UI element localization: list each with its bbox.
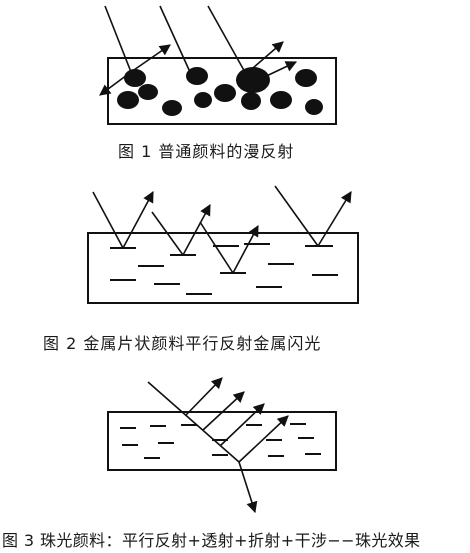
figure-2-parallel-reflection: [87, 185, 359, 304]
pigment-particle: [305, 99, 323, 115]
pigment-particle: [241, 92, 261, 110]
incident-ray: [274, 185, 319, 247]
incident-ray: [159, 5, 191, 73]
figure-3-light-rays: [147, 377, 289, 514]
figure-3-pearl-flakes: [120, 423, 321, 459]
reflected-ray: [238, 415, 289, 463]
figure-2-caption: 图 2 金属片状颜料平行反射金属闪光: [43, 334, 322, 353]
figure-2-coating-layer: [87, 232, 359, 304]
pigment-particle: [214, 84, 236, 102]
scattered-ray: [245, 41, 284, 75]
scattered-ray: [257, 61, 298, 81]
reflected-ray: [182, 204, 211, 256]
incident-ray: [104, 5, 132, 73]
incident-ray: [199, 221, 234, 274]
incident-ray: [207, 5, 247, 75]
reflected-ray: [219, 403, 265, 447]
reflected-ray: [317, 191, 352, 247]
figure-3-caption: 图 3 珠光颜料：平行反射+透射+折射+干涉−−珠光效果: [2, 531, 421, 550]
incident-ray: [147, 381, 240, 463]
figure-2-metal-flakes: [110, 243, 338, 295]
incident-ray: [151, 211, 184, 256]
figure-1-light-rays: [99, 5, 298, 96]
figure-1-caption: 图 1 普通颜料的漫反射: [118, 142, 295, 161]
reflected-ray: [232, 225, 259, 274]
pigment-particle: [295, 69, 317, 87]
scattered-ray: [130, 44, 171, 73]
pigment-particle: [236, 67, 270, 93]
figure-2-light-rays: [92, 185, 352, 274]
pigment-particle: [124, 69, 146, 87]
pigment-particle: [138, 84, 158, 100]
figure-3-pearlescent-effect: [107, 377, 337, 514]
pigment-particle: [194, 92, 212, 108]
transmitted-ray: [238, 461, 258, 514]
reflected-ray: [122, 191, 154, 249]
reflected-ray: [202, 391, 245, 431]
pigment-particle: [117, 91, 139, 109]
pigment-particle: [162, 100, 182, 116]
reflected-ray: [185, 377, 223, 416]
pigment-particle: [186, 67, 208, 85]
figure-1-diffuse-reflection: [99, 5, 337, 125]
pigment-particle: [270, 91, 292, 109]
scattered-ray: [99, 71, 132, 96]
figure-1-pigment-particles: [117, 67, 323, 116]
incident-ray: [92, 191, 124, 249]
